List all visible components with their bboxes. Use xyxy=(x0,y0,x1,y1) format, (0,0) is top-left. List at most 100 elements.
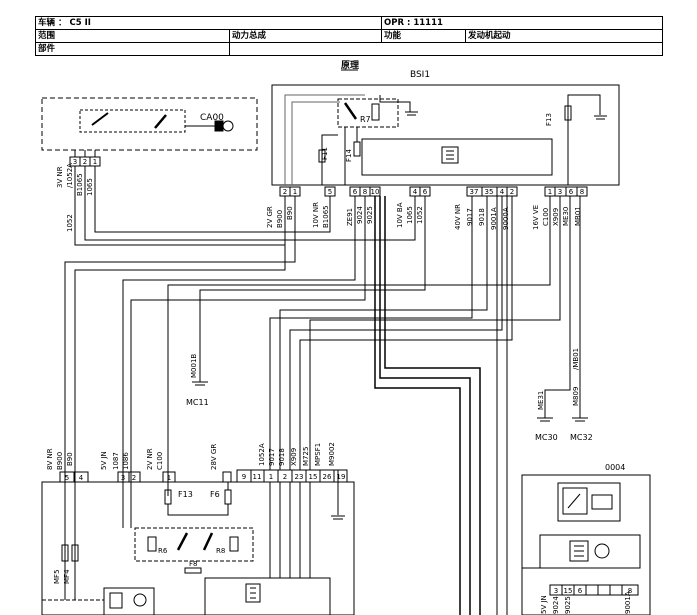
ca00-pin-3: 3 xyxy=(73,158,77,166)
pin-number: 2 xyxy=(283,188,287,196)
wire-9025 xyxy=(379,196,471,615)
ca00-contact-block xyxy=(79,109,186,133)
scope-value: 动力总成 xyxy=(229,30,381,42)
vehicle-cell: 车辆 ： C5 II xyxy=(36,17,381,29)
bsm-fuse-bus xyxy=(167,504,229,516)
fuse-f8 xyxy=(184,567,202,574)
bsi1-connector-e xyxy=(466,186,518,197)
bsm-connector-d-gap xyxy=(222,471,232,483)
pin-number: 1 xyxy=(269,473,273,481)
bsi1-wire-b1065: B1065 xyxy=(322,205,330,228)
wire-9000a xyxy=(299,196,513,470)
pin-number: 11 xyxy=(253,473,262,481)
instrument-cluster-0004 xyxy=(521,474,651,615)
bsi1-wire-9024: 9024 xyxy=(356,206,364,224)
header-row-scope: 范围 动力总成 功能 发动机起动 xyxy=(36,30,662,43)
vehicle-separator: ： xyxy=(57,18,67,28)
ca00-contact-2 xyxy=(154,114,167,129)
battery-icon xyxy=(591,494,613,510)
bsi1-wire-1052: 1052 xyxy=(416,206,424,224)
bsm-wire-1052a: 1052A xyxy=(258,443,266,466)
bsm-gauge-icon xyxy=(133,593,147,607)
wire-m809-label: M809 xyxy=(572,387,580,406)
pin-number: 15 xyxy=(564,587,573,595)
opr-value: 11111 xyxy=(413,18,443,28)
wire-b1065 xyxy=(94,166,331,233)
pin-number: 6 xyxy=(569,188,574,196)
wire-m001b xyxy=(199,196,426,350)
pin-number: 6 xyxy=(423,188,428,196)
fuse-f11 xyxy=(318,149,326,163)
chip-icon xyxy=(441,146,459,164)
bsi1-wire-9001a: 9001A xyxy=(490,207,498,230)
pin-number: 1 xyxy=(293,188,297,196)
wire-me31 xyxy=(544,196,571,418)
bsm-connector-b-label: 5V JN xyxy=(100,451,108,470)
wire-9017 xyxy=(269,196,473,470)
bsi1-wire-b900: B900 xyxy=(276,210,284,228)
bsm-wire-b900: B900 xyxy=(56,452,64,470)
pin-number: 1 xyxy=(167,474,171,482)
bsm-wire-b90: B90 xyxy=(66,452,74,466)
pin-number: 10 xyxy=(371,188,380,196)
bsm-diagnostic-icon xyxy=(109,592,123,609)
pin-number: 3 xyxy=(558,188,562,196)
bsi1-connector-e-label: 40V NR xyxy=(454,204,462,230)
wire-1087 xyxy=(122,196,356,482)
f14-label: F14 xyxy=(345,149,353,162)
bsi1-wire-9017: 9017 xyxy=(466,208,474,226)
parts-value xyxy=(229,43,664,56)
wire-me31-label: ME31 xyxy=(537,391,545,410)
bsi1-wire-c100: C100 xyxy=(542,208,550,226)
wire-9018 xyxy=(279,196,488,470)
pin-number: 23 xyxy=(295,473,304,481)
pin-number: 4 xyxy=(413,188,418,196)
bsm-diagnostic-block xyxy=(103,587,155,615)
pin-number: 5 xyxy=(328,188,332,196)
ca00-pin-1: 1 xyxy=(93,158,97,166)
cluster-logic-unit xyxy=(539,534,641,569)
ca00-connector-label: 3V NR xyxy=(56,166,64,188)
wire-1052 xyxy=(74,166,286,246)
bsm-wire-mpsf1: MPSF1 xyxy=(314,443,322,466)
pin-number: 6 xyxy=(578,587,583,595)
bsm-wire-x909: X909 xyxy=(290,448,298,466)
fuse-f6 xyxy=(224,489,232,505)
ground-mc11-label: MC11 xyxy=(186,398,209,407)
pin-number: 3 xyxy=(554,587,558,595)
relay-r7-ground-wire xyxy=(379,95,411,112)
fuse-mf5 xyxy=(61,544,69,562)
pin-number: 3 xyxy=(121,474,125,482)
bsm-connector-c xyxy=(162,471,176,483)
wire-1086 xyxy=(130,196,366,482)
bsm-wire-1087: 1087 xyxy=(112,452,120,470)
bsi1-wire-me30: ME30 xyxy=(562,207,570,226)
bsi1-label: BSI1 xyxy=(410,70,430,80)
bsm-connector-d-label: 28V GR xyxy=(210,444,218,470)
r6-label: R6 xyxy=(158,547,168,555)
pin-number: 9 xyxy=(242,473,246,481)
relay-r7 xyxy=(337,98,399,128)
cluster-gauge-icon xyxy=(594,543,610,559)
wire-9001a-cluster xyxy=(384,196,481,615)
fuse-mf4 xyxy=(71,544,79,562)
cluster-wire-9024: 9024 xyxy=(552,596,560,614)
ground-mc32-label: MC32 xyxy=(570,433,593,442)
pin-number: 2 xyxy=(132,474,136,482)
opr-separator: : xyxy=(406,18,414,28)
bsm-connector-a-label: 8V NR xyxy=(46,448,54,470)
f6-label: F6 xyxy=(210,490,220,499)
pin-number: 4 xyxy=(79,474,84,482)
pin-number: 8 xyxy=(628,587,632,595)
chip-icon xyxy=(245,583,261,603)
bsi1-module xyxy=(271,84,620,186)
relay-r6-contact xyxy=(176,532,189,551)
relay-r7-contact xyxy=(343,102,358,120)
pin-number: 6 xyxy=(353,188,358,196)
pin-number: 2 xyxy=(510,188,514,196)
bsm-wire-c100: C100 xyxy=(156,452,164,470)
function-label: 功能 xyxy=(381,30,465,42)
chip-icon xyxy=(569,540,589,562)
pin-number: 1 xyxy=(548,188,552,196)
